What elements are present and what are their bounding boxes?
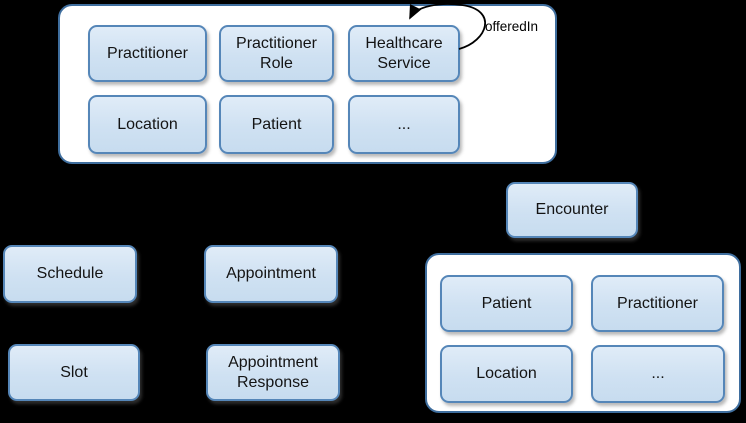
node-ellipsis: ...	[348, 95, 460, 154]
node-slot: Slot	[8, 344, 140, 401]
node-practitioner-role: Practitioner Role	[219, 25, 334, 82]
node-ellipsis-bottom: ...	[591, 345, 725, 403]
node-appointment: Appointment	[204, 245, 338, 303]
node-practitioner: Practitioner	[88, 25, 207, 82]
node-practitioner-bottom: Practitioner	[591, 275, 724, 332]
top-group-container: Practitioner Practitioner Role Healthcar…	[58, 4, 557, 164]
bottom-group-container: Patient Practitioner Location ...	[425, 253, 741, 413]
node-appointment-response: Appointment Response	[206, 344, 340, 401]
node-patient: Patient	[219, 95, 334, 154]
self-loop-label: offeredIn	[485, 19, 539, 34]
node-location-bottom: Location	[440, 345, 573, 403]
node-encounter: Encounter	[506, 182, 638, 238]
node-healthcare-service: Healthcare Service	[348, 25, 460, 82]
node-schedule: Schedule	[3, 245, 137, 303]
node-location: Location	[88, 95, 207, 154]
node-patient-bottom: Patient	[440, 275, 573, 332]
